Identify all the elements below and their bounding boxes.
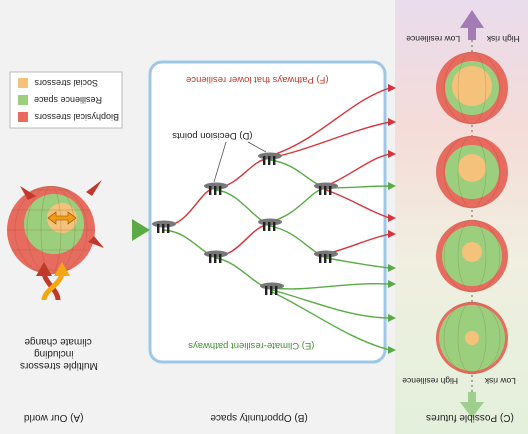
legend-swatches <box>18 78 28 122</box>
future-globes-grid <box>443 51 501 375</box>
legend-label-social: Social stressors <box>34 78 98 88</box>
panel-label-opportunity: (B) Opportunity space <box>210 412 308 423</box>
label-low-resilience: Low resilience <box>406 34 460 44</box>
decision-point-1 <box>152 220 176 233</box>
entry-arrow <box>132 219 150 241</box>
label-high-resilience: High resilience <box>402 376 458 386</box>
future-globe-1 <box>436 52 508 124</box>
path-red-6 <box>325 153 391 187</box>
legend-swatch-resilience <box>18 95 28 105</box>
path-arrowheads <box>388 84 396 354</box>
panel-label-futures: (C) Possible futures <box>426 412 514 423</box>
label-climate-resilient: (E) Climate-resilient pathways <box>188 340 314 351</box>
decision-point-3 <box>204 250 228 263</box>
stressors-line-2: including <box>34 348 73 359</box>
legend-swatch-biophysical <box>18 112 28 122</box>
path-green-9 <box>271 283 391 290</box>
panel-label-our-world: (A) Our world <box>24 412 83 423</box>
label-lower-resilience: (F) Pathways that lower resilience <box>186 74 329 85</box>
legend-box <box>9 71 123 129</box>
decision-point-8 <box>314 250 338 263</box>
future-globe-3 <box>436 220 508 292</box>
path-green-11 <box>271 291 391 351</box>
our-world-globe <box>7 180 104 301</box>
decision-point-5 <box>258 218 282 231</box>
legend-swatch-social <box>18 78 28 88</box>
risk-up-arrow-icon <box>460 10 484 40</box>
path-red-5 <box>269 121 391 159</box>
decision-point-6 <box>260 282 284 295</box>
social-double-arrow-icon <box>47 211 77 225</box>
decision-points <box>152 152 338 295</box>
future-globe-4 <box>436 302 508 374</box>
decision-point-4 <box>258 152 282 165</box>
legend-label-biophysical: Biophysical stressors <box>34 112 119 122</box>
decision-point-2 <box>204 182 228 195</box>
future-globe-2 <box>436 136 508 208</box>
stressors-line-3: climate change <box>24 336 92 347</box>
opportunity-space-box <box>148 60 387 364</box>
path-red-7 <box>325 189 391 219</box>
label-low-risk: Low risk <box>484 376 516 386</box>
path-red-4 <box>269 87 391 157</box>
path-green-8 <box>325 257 391 269</box>
decision-leaders <box>213 141 267 183</box>
legend-label-resilience: Resilience space <box>34 95 102 105</box>
resilience-down-arrow-icon <box>460 392 484 418</box>
stressors-line-1: Multiple stressors <box>20 360 98 371</box>
label-high-risk: High risk <box>486 34 520 44</box>
stressor-arrows-icon <box>20 180 104 248</box>
label-decision-points: (D) Decision points <box>172 130 252 141</box>
path-green-10 <box>271 289 391 319</box>
decision-point-7 <box>314 182 338 195</box>
